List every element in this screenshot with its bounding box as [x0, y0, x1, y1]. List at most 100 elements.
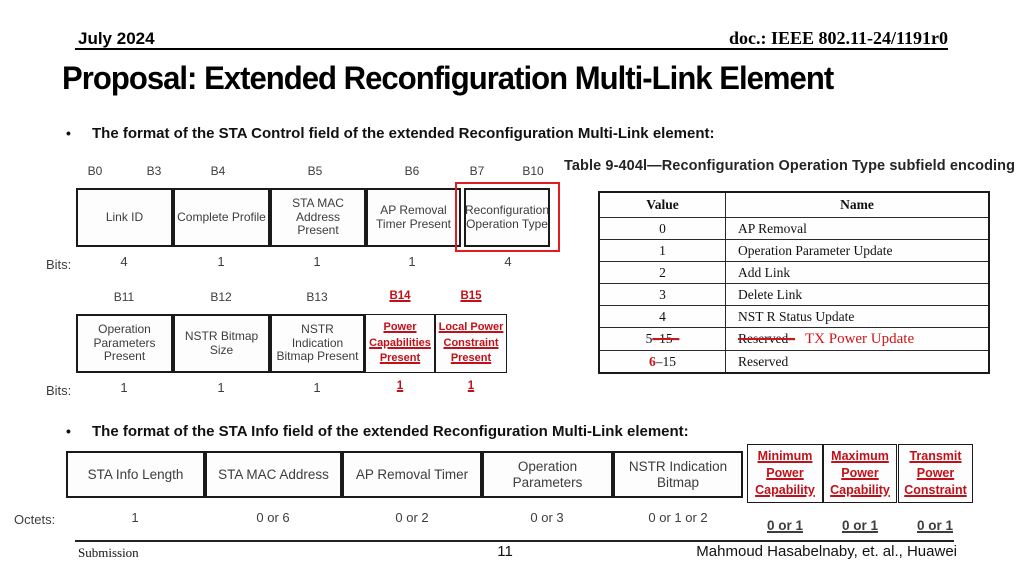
col-header-name: Name [840, 197, 874, 212]
bullet-sta-control: • The format of the STA Control field of… [66, 125, 715, 142]
field-link-id: Link ID [76, 188, 173, 247]
bits-label-row2: Bits: [46, 383, 72, 398]
row1-name: Operation Parameter Update [738, 243, 893, 258]
row2-name: Add Link [738, 265, 791, 280]
field-ap-removal-timer-present: AP Removal Timer Present [366, 188, 461, 247]
octets-ap-removal-timer: 0 or 2 [395, 510, 429, 525]
bit-label-b3: B3 [146, 164, 162, 178]
bits-ap-removal-timer-present: 1 [408, 254, 416, 269]
row5-value-struck: –15– [652, 331, 680, 346]
footer-rule [75, 540, 954, 542]
page-title: Proposal: Extended Reconfiguration Multi… [62, 60, 834, 96]
octets-sta-mac-address: 0 or 6 [256, 510, 290, 525]
bit-label-b0: B0 [87, 164, 103, 178]
row6-name: Reserved [738, 354, 789, 369]
field-maximum-power-capability: Maximum Power Capability [823, 444, 897, 503]
bits-power-capabilities-present: 1 [396, 380, 404, 392]
footer-page-number: 11 [497, 543, 513, 560]
field-power-capabilities-present: Power Capabilities Present [365, 314, 435, 373]
footer-submission: Submission [78, 545, 139, 560]
field-nstr-bitmap-size: NSTR Bitmap Size [173, 314, 270, 373]
field-nstr-indication-bitmap: NSTR Indication Bitmap [613, 451, 743, 498]
encoding-table-header-row: Value Name [600, 193, 988, 218]
bits-complete-profile: 1 [217, 254, 225, 269]
octets-nstr-indication-bitmap: 0 or 1 or 2 [648, 510, 708, 525]
table-row: 1 Operation Parameter Update [600, 240, 988, 262]
bits-nstr-bitmap-size: 1 [217, 380, 225, 395]
bullet-sta-info: • The format of the STA Info field of th… [66, 423, 689, 440]
bullet-sta-info-text: The format of the STA Info field of the … [92, 423, 689, 440]
bit-label-b11: B11 [113, 290, 135, 304]
bits-label-row1: Bits: [46, 257, 72, 272]
bullet-sta-control-text: The format of the STA Control field of t… [92, 125, 715, 142]
field-operation-parameters: Operation Parameters [482, 451, 613, 498]
bit-label-b14: B14 [389, 290, 411, 302]
bullet-dot: • [66, 125, 71, 141]
table-row-edited: 6–15 Reserved [600, 351, 988, 372]
octets-transmit-power-constraint: 0 or 1 [916, 518, 954, 533]
bit-label-b15: B15 [460, 290, 482, 302]
bit-label-b12: B12 [210, 290, 232, 304]
sta-control-diagram-row2: B11 B12 B13 B14 B15 Operation Parameters… [76, 290, 516, 395]
header-doc-number: doc.: IEEE 802.11-24/1191r0 [728, 28, 948, 48]
octets-sta-info-length: 1 [131, 510, 139, 525]
bit-label-b5: B5 [307, 164, 323, 178]
field-minimum-power-capability: Minimum Power Capability [747, 444, 823, 503]
row4-value: 4 [600, 306, 726, 327]
row5-value: 5–15– [600, 328, 726, 350]
bit-label-b6: B6 [404, 164, 420, 178]
bit-label-b10: B10 [522, 164, 544, 178]
encoding-table-title: Table 9-404l—Reconfiguration Operation T… [564, 158, 1016, 174]
encoding-table: Value Name 0 AP Removal 1 Operation Para… [598, 191, 990, 374]
sta-info-diagram: STA Info Length STA MAC Address AP Remov… [66, 444, 976, 533]
bits-link-id: 4 [120, 254, 128, 269]
col-header-value: Value [600, 193, 726, 217]
bits-reconfiguration-operation-type: 4 [504, 254, 512, 269]
header-date: July 2024 [78, 29, 155, 48]
row6-value-kept: –15 [655, 354, 676, 369]
table-row: 0 AP Removal [600, 218, 988, 240]
bit-label-b7: B7 [469, 164, 485, 178]
field-nstr-indication-bitmap-present: NSTR Indication Bitmap Present [270, 314, 365, 373]
octets-label: Octets: [14, 512, 56, 527]
bits-local-power-constraint-present: 1 [467, 380, 475, 392]
bits-sta-mac-address-present: 1 [313, 254, 321, 269]
field-local-power-constraint-present: Local Power Constraint Present [435, 314, 507, 373]
table-row: 2 Add Link [600, 262, 988, 284]
bits-operation-parameters-present: 1 [120, 380, 128, 395]
field-sta-mac-address-present: STA MAC Address Present [270, 188, 366, 247]
field-sta-info-length: STA Info Length [66, 451, 205, 498]
row4-name: NST R Status Update [738, 309, 855, 324]
red-highlight-rect [455, 182, 560, 252]
field-operation-parameters-present: Operation Parameters Present [76, 314, 173, 373]
row0-value: 0 [600, 218, 726, 239]
table-row: 3 Delete Link [600, 284, 988, 306]
row3-name: Delete Link [738, 287, 803, 302]
table-row-edited: 5–15– Reserved– TX Power Update [600, 328, 988, 351]
field-reconfiguration-operation-type: Reconfiguration Operation Type [464, 188, 550, 247]
bit-label-b13: B13 [306, 290, 328, 304]
row5-name-struck: Reserved– [738, 331, 795, 346]
octets-operation-parameters: 0 or 3 [530, 510, 564, 525]
footer-authors: Mahmoud Hasabelnaby, et. al., Huawei [696, 543, 957, 560]
row0-name: AP Removal [738, 221, 807, 236]
row2-value: 2 [600, 262, 726, 283]
row1-value: 1 [600, 240, 726, 261]
row6-value-added: 6 [649, 354, 656, 369]
field-sta-mac-address: STA MAC Address [205, 451, 342, 498]
bits-nstr-indication-bitmap-present: 1 [313, 380, 321, 395]
row5-value-kept: 5 [645, 331, 653, 346]
field-transmit-power-constraint: Transmit Power Constraint [898, 444, 973, 503]
field-complete-profile: Complete Profile [173, 188, 270, 247]
octets-maximum-power-capability: 0 or 1 [841, 518, 879, 533]
header-rule [75, 48, 948, 50]
octets-minimum-power-capability: 0 or 1 [766, 518, 804, 533]
bit-label-b4: B4 [210, 164, 226, 178]
field-ap-removal-timer: AP Removal Timer [342, 451, 482, 498]
bullet-dot: • [66, 423, 71, 439]
row6-value: 6–15 [600, 351, 726, 372]
table-row: 4 NST R Status Update [600, 306, 988, 328]
sta-control-diagram-row1: B0 B3 B4 B5 B6 B7 B10 Link ID Complete P… [76, 164, 562, 269]
row5-name-added: TX Power Update [804, 331, 915, 347]
